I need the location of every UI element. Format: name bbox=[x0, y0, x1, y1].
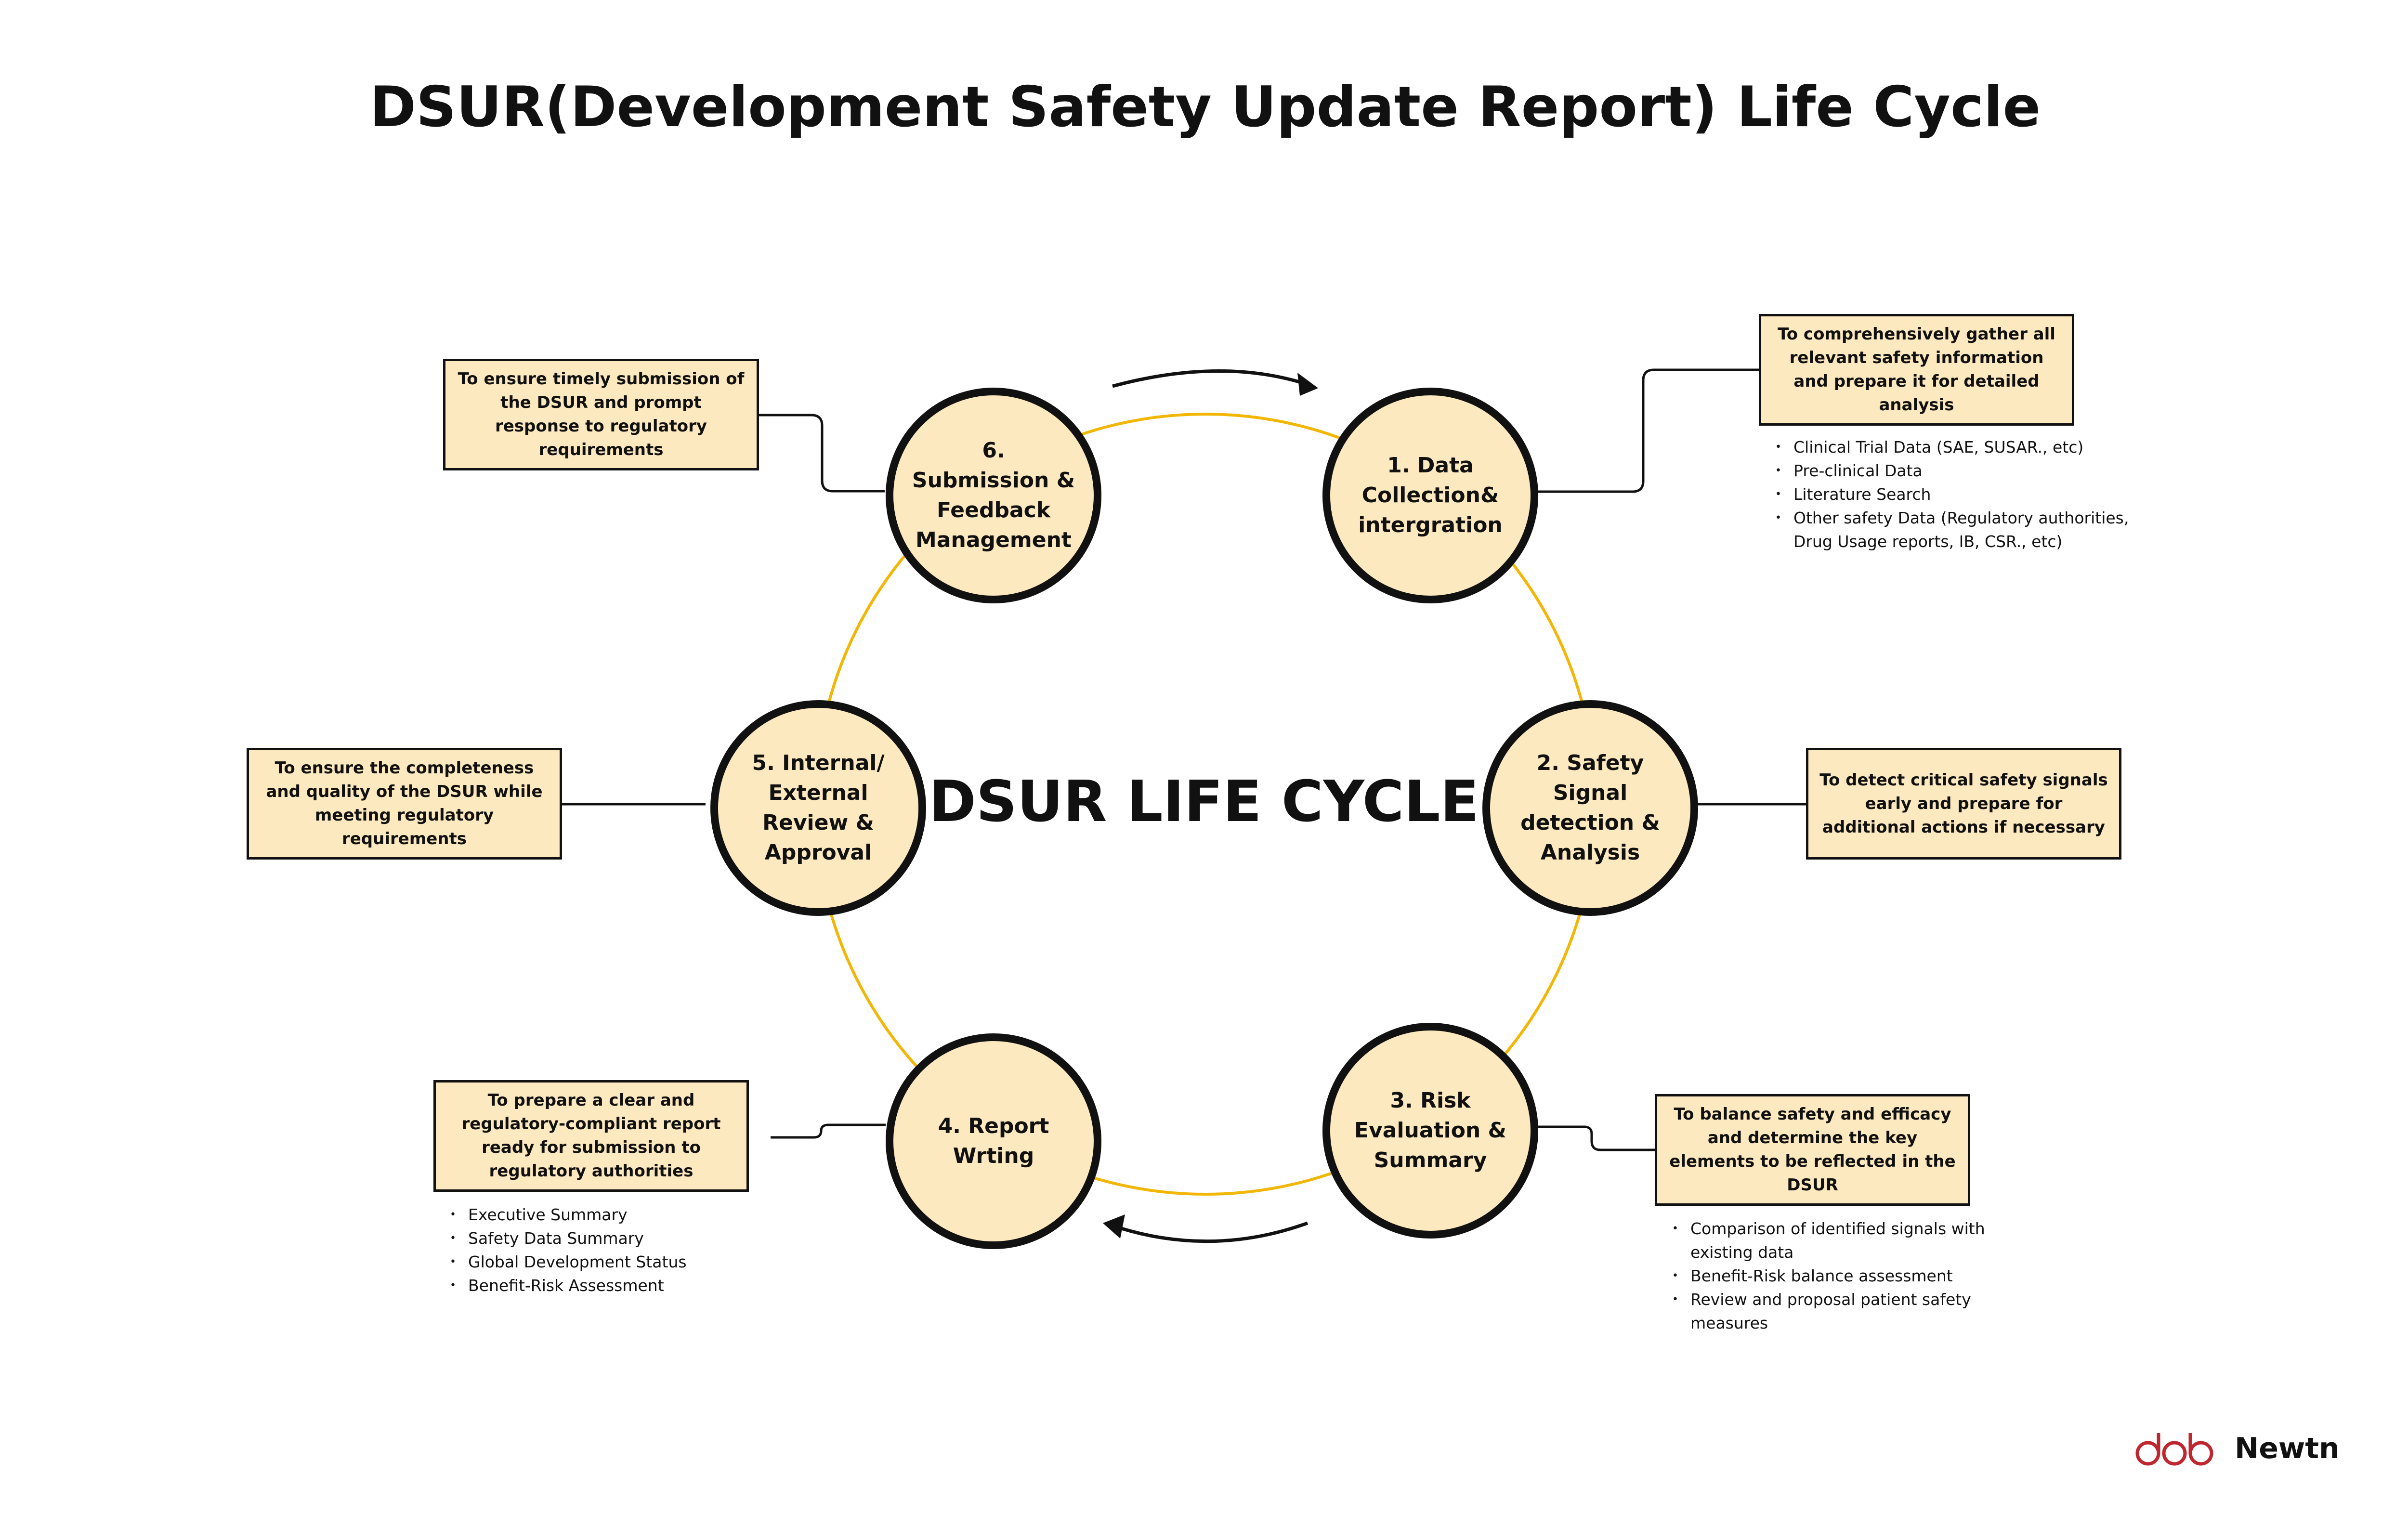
step-node-4: 4. Report Wrting bbox=[886, 1033, 1101, 1249]
list-item: Safety Data Summary bbox=[450, 1226, 787, 1250]
step-5-description-box: To ensure the completeness and quality o… bbox=[247, 748, 562, 860]
step-node-1: 1. Data Collection& intergration bbox=[1322, 388, 1538, 603]
list-item: Benefit-Risk Assessment bbox=[450, 1274, 787, 1297]
step-4-bullet-list: Executive Summary Safety Data Summary Gl… bbox=[450, 1203, 787, 1297]
step-1-description-box: To comprehensively gather all relevant s… bbox=[1759, 314, 2074, 426]
cycle-arrow-top-head bbox=[1297, 373, 1318, 396]
step-node-4-label: 4. Report Wrting bbox=[938, 1114, 1049, 1168]
list-item: Pre-clinical Data bbox=[1775, 459, 2141, 483]
step-node-2-label: 2. Safety Signal detection & Analysis bbox=[1520, 751, 1660, 865]
cycle-arrow-bottom-head bbox=[1103, 1214, 1125, 1239]
newtn-logo-icon bbox=[2135, 1433, 2213, 1466]
step-node-6: 6. Submission & Feedback Management bbox=[886, 388, 1101, 603]
step-6-description-box: To ensure timely submission of the DSUR … bbox=[443, 359, 759, 470]
step-node-3-label: 3. Risk Evaluation & Summary bbox=[1354, 1088, 1506, 1173]
brand-logo: Newtn bbox=[2133, 1429, 2340, 1468]
step-4-description-box: To prepare a clear and regulatory-compli… bbox=[433, 1080, 749, 1192]
step-node-6-label: 6. Submission & Feedback Management bbox=[912, 438, 1075, 552]
connector-step-4 bbox=[771, 1123, 886, 1139]
list-item: Global Development Status bbox=[450, 1250, 787, 1274]
list-item: Comparison of identified signals with ex… bbox=[1672, 1217, 2009, 1264]
list-item: Clinical Trial Data (SAE, SUSAR., etc) bbox=[1775, 435, 2141, 459]
connector-step-1 bbox=[1531, 368, 1759, 493]
step-node-5-label: 5. Internal/ External Review & Approval bbox=[752, 751, 885, 865]
step-node-3: 3. Risk Evaluation & Summary bbox=[1322, 1023, 1538, 1239]
cycle-arrow-top bbox=[1112, 369, 1311, 388]
page-title: DSUR(Development Safety Update Report) L… bbox=[369, 75, 2041, 140]
step-3-description-box: To balance safety and efficacy and deter… bbox=[1655, 1094, 1970, 1206]
step-2-description-box: To detect critical safety signals early … bbox=[1806, 748, 2121, 860]
step-node-5: 5. Internal/ External Review & Approval bbox=[710, 700, 926, 916]
connector-step-6 bbox=[759, 414, 885, 493]
step-3-bullet-list: Comparison of identified signals with ex… bbox=[1672, 1217, 2009, 1335]
step-node-2: 2. Safety Signal detection & Analysis bbox=[1482, 700, 1698, 916]
step-1-bullet-list: Clinical Trial Data (SAE, SUSAR., etc) P… bbox=[1775, 435, 2141, 553]
list-item: Literature Search bbox=[1775, 483, 2141, 506]
connector-step-3 bbox=[1531, 1125, 1655, 1151]
brand-name: Newtn bbox=[2235, 1432, 2340, 1465]
list-item: Review and proposal patient safety measu… bbox=[1672, 1288, 2009, 1335]
list-item: Other safety Data (Regulatory authoritie… bbox=[1775, 506, 2141, 553]
center-label: DSUR LIFE CYCLE bbox=[929, 768, 1479, 835]
list-item: Executive Summary bbox=[450, 1203, 787, 1226]
list-item: Benefit-Risk balance assessment bbox=[1672, 1264, 2009, 1288]
cycle-arrow-bottom bbox=[1119, 1221, 1309, 1243]
step-node-1-label: 1. Data Collection& intergration bbox=[1358, 453, 1503, 537]
